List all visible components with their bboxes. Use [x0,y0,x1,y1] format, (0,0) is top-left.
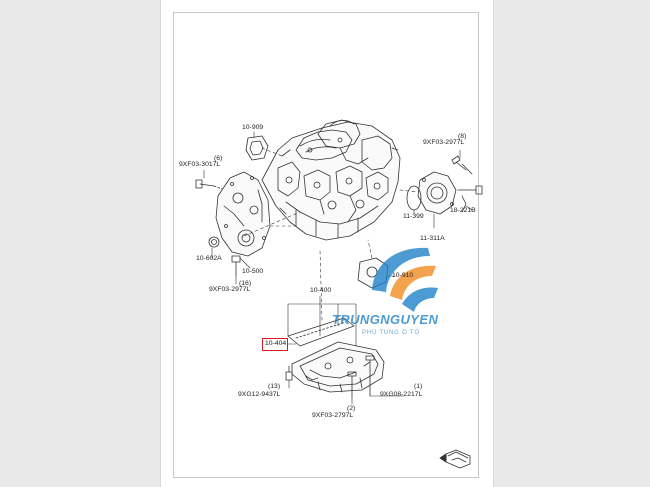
oil-pan-10-400 [291,341,385,393]
label-10-910: 10-910 [392,272,414,279]
label-10-400: 10-400 [310,287,332,294]
label-11-311a: 11-311A [420,235,445,242]
label-qty-6: (6) [214,155,223,162]
watermark-brand: TRUNGNGUYEN [332,312,438,327]
label-18-221b: 18-221B [450,207,476,214]
bolt-9xf03-2797l [347,371,357,399]
label-10-602a: 10-602A [196,255,222,262]
label-9xf03-2977l-top: 9XF03-2977L [423,139,465,146]
label-9xg12-9437l: 9XG12-9437L [238,391,281,398]
label-qty-1: (1) [414,383,423,390]
bolt-9xf03-2977l-top [451,155,473,175]
label-10-404: 10-404 [265,340,287,347]
bolt-9xg08-2217l [365,355,375,397]
label-9xg08-2217l: 9XG08-2217L [380,391,423,398]
label-qty-8: (8) [458,133,467,140]
engine-block [261,119,401,241]
label-9xf03-2797l: 9XF03-2797L [312,412,354,419]
drawing-frame [173,12,479,478]
label-9xf03-3017l: 9XF03-3017L [179,161,221,168]
leader-lines [203,131,473,405]
highlight-box-10-404 [262,338,288,351]
watermark-tagline: PHỤ TÙNG Ô TÔ [362,330,420,336]
bolt-9xf03-3017l [195,179,223,190]
bolt-9xf03-2977l-left [231,255,241,277]
label-qty-2: (2) [347,405,356,412]
seal-10-602a [208,236,220,248]
gasket-10-909 [245,135,269,161]
label-11-399: 11-399 [403,213,424,220]
watermark-brand-b: NGUYEN [380,312,439,327]
label-qty-16: (16) [239,280,252,287]
baffle-10-404 [287,317,355,347]
front-timing-cover [215,171,271,257]
label-9xf03-2977l-left: 9XF03-2977L [209,286,251,293]
label-10-909: 10-909 [242,124,264,131]
front-direction-arrow-icon [439,449,471,469]
label-10-500: 10-500 [242,268,264,275]
label-qty-13: (13) [268,383,281,390]
bolt-18-221b [457,185,483,213]
trung-nguyen-logo [372,247,438,312]
drain-bolt-9xg12-9437l [285,365,293,381]
watermark-brand-a: TRUNG [332,312,381,327]
